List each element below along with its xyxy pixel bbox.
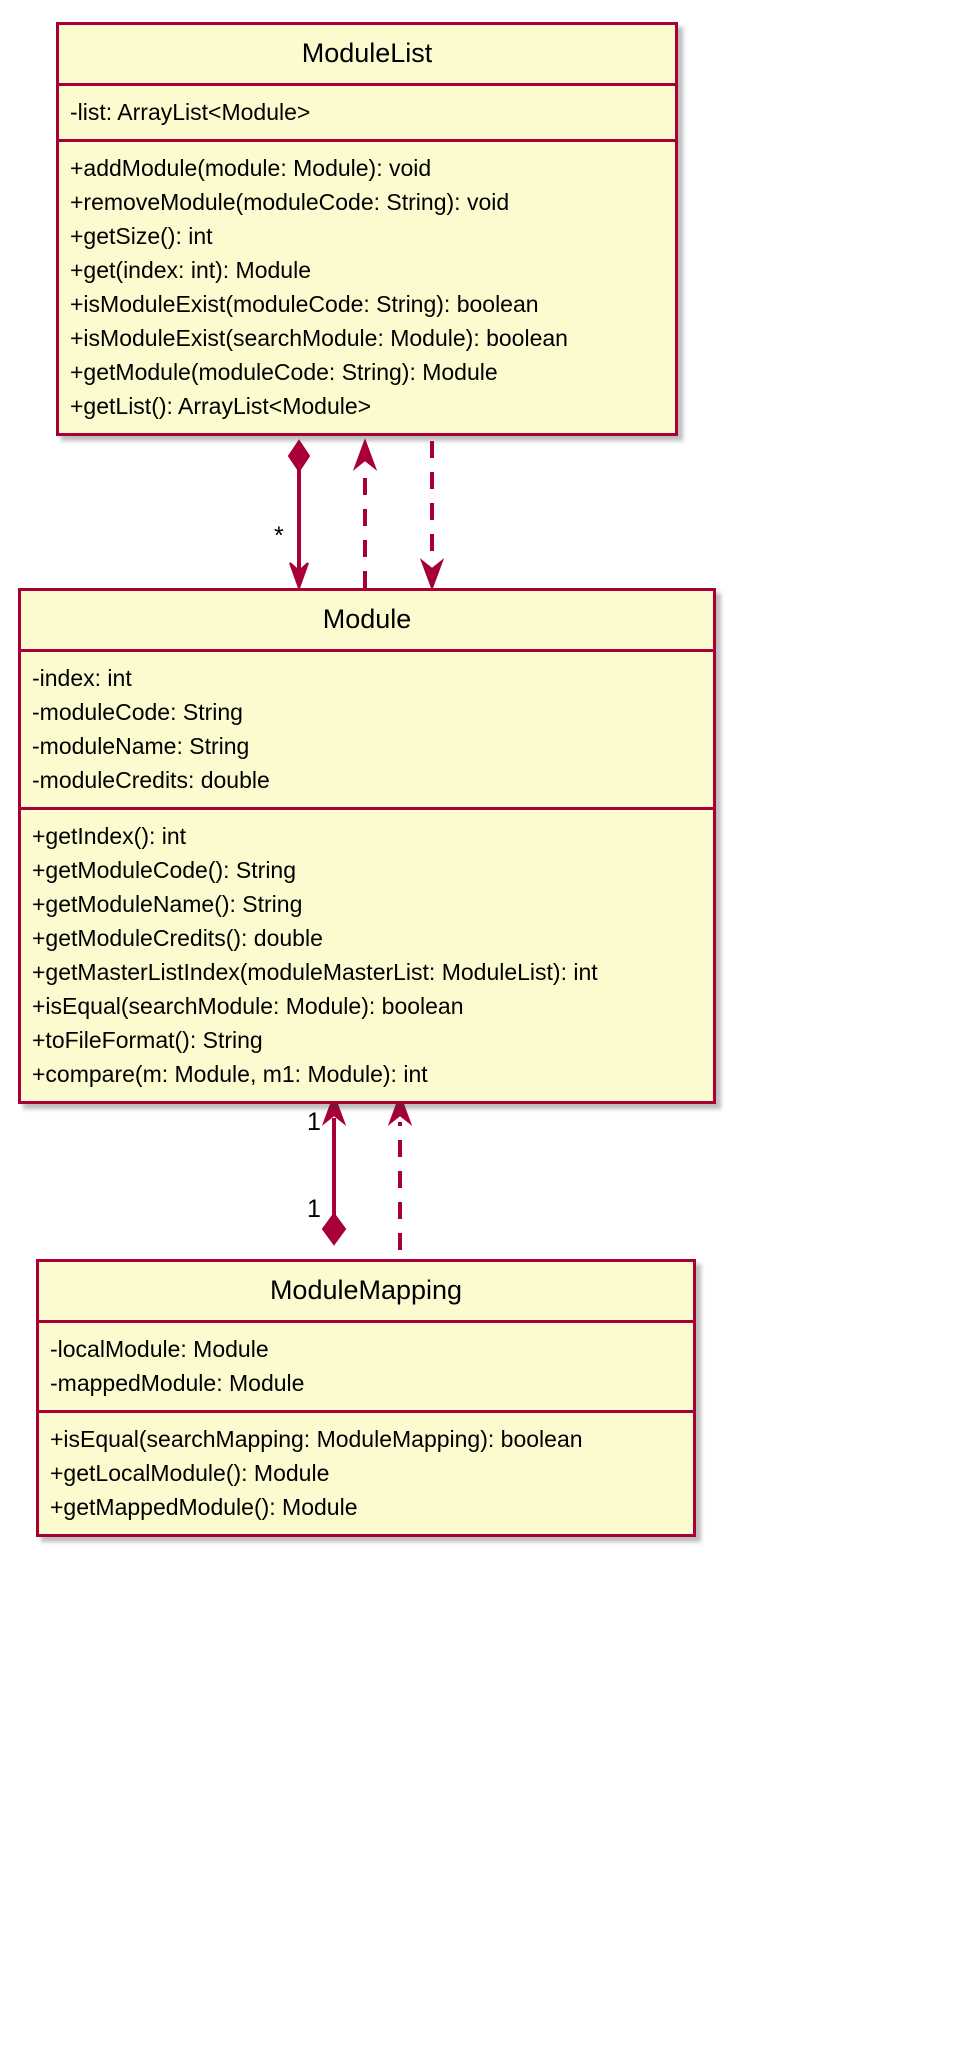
class-name-modulelist: ModuleList bbox=[301, 38, 433, 68]
method-row: +isModuleExist(moduleCode: String): bool… bbox=[70, 291, 539, 317]
method-row: +getIndex(): int bbox=[32, 823, 187, 849]
method-row: +toFileFormat(): String bbox=[32, 1027, 263, 1053]
class-box-module[interactable]: Module -index: int -moduleCode: String -… bbox=[18, 588, 716, 1104]
method-row: +isEqual(searchModule: Module): boolean bbox=[32, 993, 464, 1019]
attribute-row: -list: ArrayList<Module> bbox=[70, 99, 311, 125]
method-row: +compare(m: Module, m1: Module): int bbox=[32, 1061, 428, 1087]
class-name-module: Module bbox=[322, 604, 412, 634]
multiplicity-one-bottom: 1 bbox=[307, 1195, 321, 1223]
method-row: +getMappedModule(): Module bbox=[50, 1494, 358, 1520]
edge-modulelist-composes-module bbox=[287, 439, 311, 591]
class-box-modulemapping[interactable]: ModuleMapping -localModule: Module -mapp… bbox=[36, 1259, 696, 1537]
attribute-row: -localModule: Module bbox=[50, 1336, 269, 1362]
method-row: +removeModule(moduleCode: String): void bbox=[70, 189, 510, 215]
attributes-compartment-module: -index: int -moduleCode: String -moduleN… bbox=[21, 649, 713, 807]
method-row: +get(index: int): Module bbox=[70, 257, 311, 283]
multiplicity-one-top: 1 bbox=[307, 1108, 321, 1136]
attribute-row: -index: int bbox=[32, 665, 132, 691]
method-row: +getList(): ArrayList<Module> bbox=[70, 393, 372, 419]
method-row: +getModule(moduleCode: String): Module bbox=[70, 359, 498, 385]
methods-compartment-module: +getIndex(): int +getModuleCode(): Strin… bbox=[21, 807, 713, 1101]
attributes-compartment-modulemapping: -localModule: Module -mappedModule: Modu… bbox=[39, 1320, 693, 1410]
attributes-compartment-modulelist: -list: ArrayList<Module> bbox=[59, 83, 675, 139]
method-row: +getSize(): int bbox=[70, 223, 213, 249]
attribute-row: -mappedModule: Module bbox=[50, 1370, 305, 1396]
edge-modulelist-dependency-down bbox=[419, 441, 445, 591]
method-row: +getModuleCode(): String bbox=[32, 857, 297, 883]
class-box-modulelist[interactable]: ModuleList -list: ArrayList<Module> +add… bbox=[56, 22, 678, 436]
method-row: +getModuleName(): String bbox=[32, 891, 303, 917]
attribute-row: -moduleName: String bbox=[32, 733, 250, 759]
method-row: +getMasterListIndex(moduleMasterList: Mo… bbox=[32, 959, 598, 985]
method-row: +isModuleExist(searchModule: Module): bo… bbox=[70, 325, 568, 351]
edge-modulemapping-composes-module bbox=[321, 1093, 347, 1246]
edge-modulemapping-dependency-up bbox=[387, 1093, 413, 1250]
methods-compartment-modulemapping: +isEqual(searchMapping: ModuleMapping): … bbox=[39, 1410, 693, 1534]
method-row: +getLocalModule(): Module bbox=[50, 1460, 330, 1486]
method-row: +getModuleCredits(): double bbox=[32, 925, 323, 951]
attribute-row: -moduleCredits: double bbox=[32, 767, 270, 793]
method-row: +isEqual(searchMapping: ModuleMapping): … bbox=[50, 1426, 583, 1452]
multiplicity-star: * bbox=[274, 522, 284, 550]
class-name-modulemapping: ModuleMapping bbox=[269, 1275, 463, 1305]
edge-module-dependency-up bbox=[352, 438, 378, 588]
method-row: +addModule(module: Module): void bbox=[70, 155, 432, 181]
methods-compartment-modulelist: +addModule(module: Module): void +remove… bbox=[59, 139, 675, 433]
attribute-row: -moduleCode: String bbox=[32, 699, 243, 725]
